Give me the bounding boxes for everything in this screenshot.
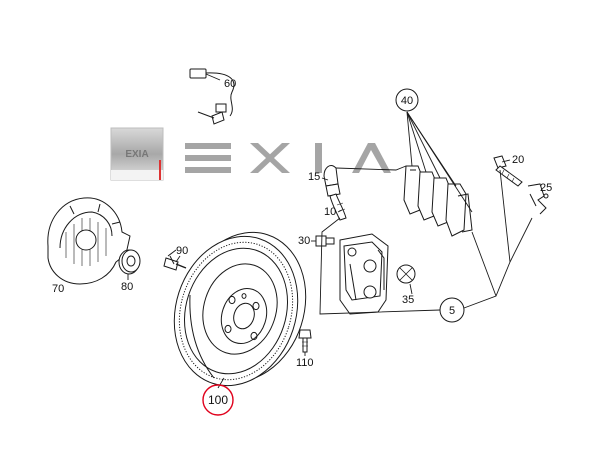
dust-shield — [47, 197, 131, 285]
callout-25: 25 — [540, 182, 552, 194]
brake-pads — [403, 165, 473, 237]
hub-washer — [118, 249, 141, 275]
callout-90: 90 — [176, 245, 188, 257]
spring-clip — [396, 264, 416, 284]
caliper-bolt — [493, 155, 523, 187]
callout-40-text: 40 — [401, 95, 413, 107]
wear-sensor — [189, 68, 235, 125]
callout-60: 60 — [224, 78, 236, 90]
anti-rattle-spring — [527, 183, 549, 215]
watermark-brand — [185, 143, 391, 173]
callout-110: 110 — [296, 357, 314, 369]
callout-10: 10 — [324, 206, 336, 218]
callout-labels: 60 40 20 25 15 10 30 35 5 90 80 70 110 1… — [52, 78, 552, 416]
brake-disc — [173, 231, 307, 387]
bolt-110 — [298, 329, 312, 353]
guide-pins — [323, 165, 347, 221]
callout-5: 5 — [439, 297, 465, 323]
callout-80: 80 — [121, 281, 133, 293]
brake-caliper — [339, 233, 389, 315]
leader-lines — [127, 73, 533, 389]
callout-40: 40 — [395, 88, 419, 112]
bolt-90 — [163, 249, 187, 271]
callout-15: 15 — [308, 171, 320, 183]
callout-30: 30 — [298, 235, 310, 247]
bleed-screw — [315, 235, 335, 247]
callout-35: 35 — [402, 294, 414, 306]
callout-100-text: 100 — [208, 393, 228, 407]
highlight-ring — [202, 384, 234, 416]
watermark-logo-text: EXIA — [125, 149, 148, 160]
callout-100: 100 — [202, 384, 234, 416]
watermark: EXIA — [110, 127, 391, 181]
callout-5-text: 5 — [449, 305, 455, 317]
watermark-logo: EXIA — [110, 127, 164, 181]
callout-20: 20 — [512, 154, 524, 166]
callout-70: 70 — [52, 283, 64, 295]
